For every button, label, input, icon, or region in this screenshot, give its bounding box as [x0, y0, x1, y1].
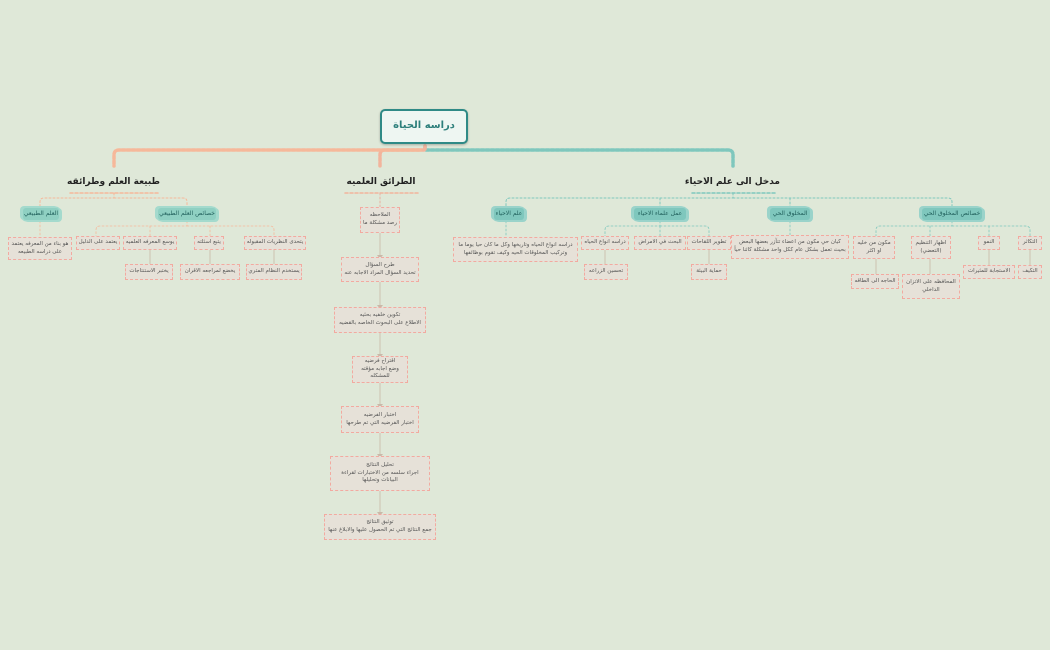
- connector-root-intro: [423, 144, 735, 168]
- topic-characteristics[interactable]: خصائص المخلوق الحي: [922, 208, 982, 220]
- method-step-7-text: جمع النتائج التي تم الحصول عليها والابلا…: [328, 527, 432, 533]
- topic-biology[interactable]: علم الاحياء: [494, 208, 524, 220]
- sci-vaccines-label: تطوير اللقاحات: [691, 239, 727, 246]
- method-step-3[interactable]: تكوين خلفيه بحثيه الاطلاع على البحوث الخ…: [334, 307, 426, 333]
- method-step-4[interactable]: اقتراح فرضيه وضع اجابه مؤقته للمشكله: [352, 356, 408, 383]
- branch-nature[interactable]: طبيعة العلم وطرائقه: [67, 176, 160, 189]
- root-topic-label: دراسه الحياة: [393, 120, 455, 132]
- method-step-3-text: الاطلاع على البحوث الخاصه بالقضيه: [339, 320, 421, 326]
- method-step-7-title: توثيق النتائج: [366, 519, 394, 526]
- topic-scientists[interactable]: عمل علماء الاحياء: [634, 208, 686, 220]
- sc-conclusions[interactable]: يختبر الاستنتاجات: [125, 264, 173, 280]
- root-topic[interactable]: دراسه الحياة: [380, 109, 468, 144]
- char-homeostasis[interactable]: المحافظه على الاتزان الداخلي: [902, 274, 960, 299]
- connector-root-nature: [112, 148, 422, 168]
- topic-natural-science[interactable]: العلم الطبيعي: [23, 208, 59, 220]
- sci-environment[interactable]: حماية البيئة: [691, 264, 727, 280]
- char-growth-label: النمو: [983, 239, 995, 246]
- method-step-4-title: اقتراح فرضيه: [364, 357, 396, 364]
- topic-natural-science-label: العلم الطبيعي: [23, 209, 59, 217]
- char-energy-label: الحاجه الى الطاقه: [854, 277, 896, 284]
- sc-peer-review-label: يخضع لمراجعه الاقران: [184, 268, 236, 275]
- topic-characteristics-label: خصائص المخلوق الحي: [923, 209, 981, 217]
- branch-methods-label: الطرائق العلميه: [346, 177, 416, 187]
- method-step-7[interactable]: توثيق النتائج جمع النتائج التي تم الحصول…: [324, 514, 436, 540]
- sci-environment-label: حماية البيئة: [696, 268, 722, 275]
- method-step-5[interactable]: اختبار الفرضيه اختبار الفرضيه التي تم طر…: [341, 406, 419, 433]
- topic-science-chars[interactable]: خصائص العلم الطبيعي: [158, 208, 216, 220]
- topic-biology-label: علم الاحياء: [495, 209, 523, 217]
- sci-agriculture[interactable]: تحسين الزراعه: [584, 264, 628, 280]
- sc-questions[interactable]: يتبع اسئلته: [194, 236, 224, 250]
- topic-organism[interactable]: المخلوق الحي: [770, 208, 810, 220]
- sci-vaccines[interactable]: تطوير اللقاحات: [687, 236, 731, 250]
- biology-definition-text: دراسه انواع الحياه وتاريخها وكل ما كان ح…: [458, 241, 573, 256]
- sc-expands-label: يوسع المعرفه العلميه: [125, 239, 175, 246]
- char-homeostasis-label: المحافظه على الاتزان الداخلي: [906, 278, 956, 293]
- biology-definition[interactable]: دراسه انواع الحياه وتاريخها وكل ما كان ح…: [453, 237, 578, 262]
- topic-organism-label: المخلوق الحي: [772, 209, 808, 217]
- sc-conclusions-label: يختبر الاستنتاجات: [129, 268, 169, 275]
- char-cells[interactable]: مكون من خليه او اكثر: [853, 236, 895, 259]
- natural-science-definition-text: هو بناء من المعرفه يعتمد على دراسه الطبي…: [11, 240, 69, 255]
- method-step-6[interactable]: تحليل النتائج اجراء سلسه من الاختبارات ل…: [330, 456, 430, 491]
- sci-life-forms[interactable]: دراسه انواع الحياه: [581, 236, 629, 250]
- char-energy[interactable]: الحاجه الى الطاقه: [851, 274, 899, 289]
- sc-expands[interactable]: يوسع المعرفه العلميه: [123, 236, 177, 250]
- topic-science-chars-label: خصائص العلم الطبيعي: [159, 209, 215, 217]
- sc-evidence-label: يعتمد على الدليل: [78, 239, 118, 246]
- char-cells-label: مكون من خليه او اكثر: [857, 239, 891, 254]
- method-step-3-title: تكوين خلفيه بحثيه: [359, 312, 401, 319]
- method-step-1[interactable]: الملاحظه رصد مشكلة ما: [360, 207, 400, 233]
- method-step-5-text: اختبار الفرضيه التي تم طرحها: [346, 419, 414, 426]
- method-step-1-text: رصد مشكلة ما: [363, 220, 397, 226]
- branch-intro[interactable]: مدخل الى علم الاحياء: [685, 176, 780, 189]
- sci-life-forms-label: دراسه انواع الحياه: [584, 239, 626, 246]
- organism-definition-text: كيان حي مكون من اعضاء تتآزر بعضها البعض …: [734, 239, 846, 253]
- branch-intro-label: مدخل الى علم الاحياء: [684, 177, 780, 187]
- topic-scientists-label: عمل علماء الاحياء: [637, 209, 683, 217]
- sc-theories[interactable]: يتحدى النظريات المقبوله: [244, 236, 306, 250]
- sc-system-label: يستخدم النظام المتري: [248, 268, 300, 275]
- sc-system[interactable]: يستخدم النظام المتري: [246, 264, 302, 280]
- char-reproduction-label: التكاثر: [1022, 239, 1038, 246]
- sci-diseases-label: البحث في الامراض: [638, 239, 682, 246]
- method-step-1-title: الملاحظه: [369, 212, 391, 219]
- method-step-4-text: وضع اجابه مؤقته للمشكله: [361, 365, 399, 380]
- char-stimuli[interactable]: الاستجابة للمثيرات: [963, 265, 1015, 279]
- char-adaptation[interactable]: التكيف: [1018, 265, 1042, 279]
- natural-science-definition[interactable]: هو بناء من المعرفه يعتمد على دراسه الطبي…: [8, 237, 72, 260]
- sc-questions-label: يتبع اسئلته: [197, 239, 221, 246]
- char-adaptation-label: التكيف: [1022, 268, 1038, 275]
- method-step-2[interactable]: طرح السؤال تحديد السؤال المراد الاجابه ع…: [341, 257, 419, 282]
- char-stimuli-label: الاستجابة للمثيرات: [967, 268, 1011, 275]
- method-step-6-text: اجراء سلسه من الاختبارات لقراءة البيانات…: [341, 469, 419, 484]
- method-step-2-text: تحديد السؤال المراد الاجابه عنه: [344, 269, 416, 276]
- sci-agriculture-label: تحسين الزراعه: [588, 268, 624, 275]
- method-step-2-title: طرح السؤال: [365, 261, 395, 268]
- sc-evidence[interactable]: يعتمد على الدليل: [76, 236, 120, 250]
- organism-definition[interactable]: كيان حي مكون من اعضاء تتآزر بعضها البعض …: [731, 235, 849, 259]
- sc-peer-review[interactable]: يخضع لمراجعه الاقران: [180, 264, 240, 280]
- sc-theories-label: يتحدى النظريات المقبوله: [246, 239, 304, 246]
- method-step-5-title: اختبار الفرضيه: [363, 411, 397, 418]
- method-step-6-title: تحليل النتائج: [366, 461, 394, 468]
- char-reproduction[interactable]: التكاثر: [1018, 236, 1042, 250]
- branch-methods[interactable]: الطرائق العلميه: [345, 176, 417, 189]
- branch-nature-label: طبيعة العلم وطرائقه: [67, 177, 160, 187]
- char-organization[interactable]: اظهار التنظيم (التعضي): [911, 236, 951, 259]
- char-organization-label: اظهار التنظيم (التعضي): [915, 239, 947, 254]
- sci-diseases[interactable]: البحث في الامراض: [634, 236, 686, 250]
- char-growth[interactable]: النمو: [978, 236, 1000, 250]
